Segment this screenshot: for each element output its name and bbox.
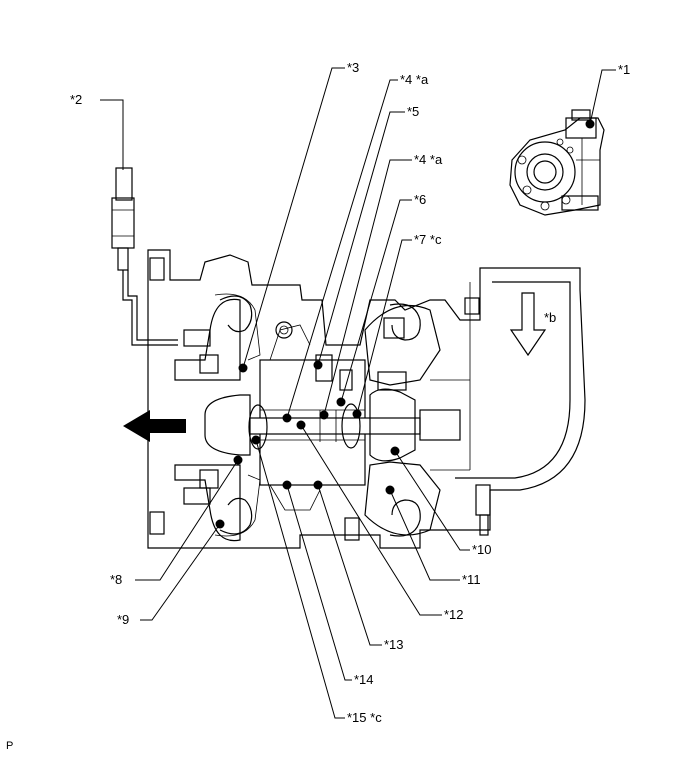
label-2: *2	[70, 92, 82, 107]
callout-labels: *1 *2 *3 *4 *a *5 *4 *a *6 *7 *c *b *8 *…	[70, 60, 630, 725]
leader-lines	[100, 67, 470, 719]
label-7c: *7 *c	[414, 232, 442, 247]
label-15c: *15 *c	[347, 710, 382, 725]
label-4a-top: *4 *a	[400, 72, 429, 87]
label-5: *5	[407, 104, 419, 119]
label-12: *12	[444, 607, 464, 622]
label-14: *14	[354, 672, 374, 687]
inset-turbo-view	[509, 69, 616, 216]
exhaust-inlet-arrow	[509, 292, 547, 357]
label-b: *b	[544, 310, 556, 325]
label-11: *11	[462, 572, 481, 587]
turbo-main-body	[111, 167, 586, 549]
label-4a-second: *4 *a	[414, 152, 443, 167]
footer-code: P	[6, 740, 14, 752]
air-outlet-arrow	[123, 410, 186, 442]
label-10: *10	[472, 542, 492, 557]
label-8: *8	[110, 572, 122, 587]
label-3: *3	[347, 60, 359, 75]
label-13: *13	[384, 637, 404, 652]
label-6: *6	[414, 192, 426, 207]
label-1: *1	[618, 62, 630, 77]
callout-dots	[215, 360, 400, 529]
label-9: *9	[117, 612, 129, 627]
